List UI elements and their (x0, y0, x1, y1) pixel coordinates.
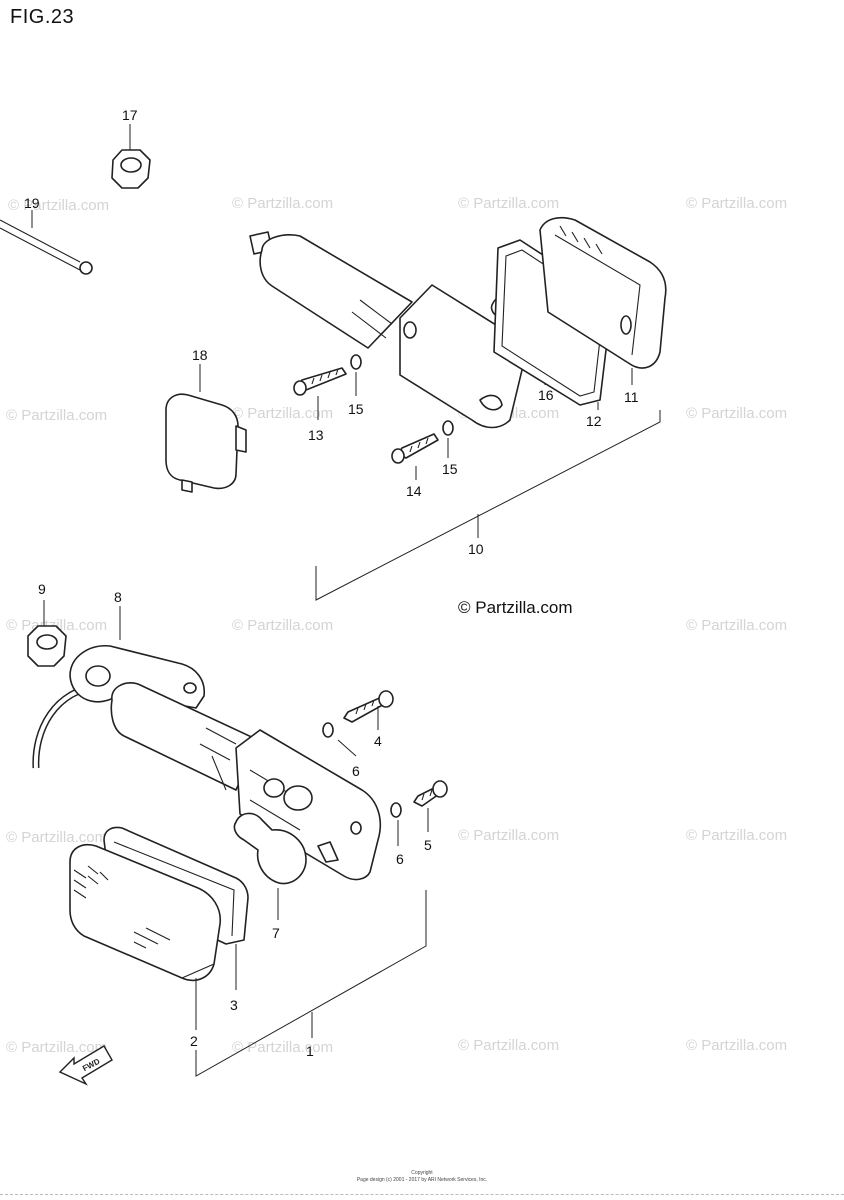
callout-9: 9 (38, 581, 46, 597)
callout-2: 2 (190, 1033, 198, 1049)
assembly-10-bracket (315, 410, 661, 601)
part-15-washer-b (442, 420, 454, 458)
direction-badge: FWD (58, 1045, 113, 1086)
callout-16: 16 (538, 387, 554, 403)
part-7-bulb (233, 812, 307, 920)
callout-labels: 1 2 3 4 5 6 6 7 8 9 10 11 12 13 14 15 15… (24, 107, 639, 1059)
watermark: © Partzilla.com (6, 829, 107, 846)
watermark: © Partzilla.com (458, 195, 559, 212)
callout-12: 12 (586, 413, 602, 429)
callout-5: 5 (424, 837, 432, 853)
watermark: © Partzilla.com (686, 405, 787, 422)
watermark: © Partzilla.com (686, 195, 787, 212)
watermark: © Partzilla.com (232, 1039, 333, 1056)
part-11-lens (539, 216, 667, 385)
watermark: © Partzilla.com (458, 1037, 559, 1054)
part-4-screw (343, 690, 394, 730)
watermark: © Partzilla.com (6, 1039, 107, 1056)
watermark: © Partzilla.com (458, 827, 559, 844)
callout-14: 14 (406, 483, 422, 499)
watermark: © Partzilla.com (232, 617, 333, 634)
footer-divider (0, 1194, 844, 1195)
watermark: © Partzilla.com (8, 197, 109, 214)
part-5-screw (413, 780, 448, 832)
turn-signal-wire-upper (178, 231, 273, 316)
footer-page-design: Page design (c) 2001 - 2017 by ARI Netwo… (356, 1177, 488, 1183)
watermark: © Partzilla.com (6, 407, 107, 424)
callout-8: 8 (114, 589, 122, 605)
callout-3: 3 (230, 997, 238, 1013)
callout-18: 18 (192, 347, 208, 363)
copyright-notice: © Partzilla.com (458, 598, 573, 617)
callout-6: 6 (352, 763, 360, 779)
watermark: © Partzilla.com (686, 827, 787, 844)
part-9-nut (27, 600, 67, 667)
assembly-1-bracket (195, 890, 427, 1077)
callout-15: 15 (348, 401, 364, 417)
part-6-washer-a (322, 722, 357, 757)
callout-4: 4 (374, 733, 382, 749)
callout-1: 1 (306, 1043, 314, 1059)
figure-title: FIG.23 (10, 6, 75, 28)
part-8-bracket (69, 606, 206, 709)
watermarks: © Partzilla.com © Partzilla.com © Partzi… (6, 195, 787, 1056)
callout-15: 15 (442, 461, 458, 477)
part-6-washer-b (390, 802, 402, 846)
callout-6: 6 (396, 851, 404, 867)
callout-17: 17 (122, 107, 138, 123)
callout-13: 13 (308, 427, 324, 443)
callout-11: 11 (624, 389, 639, 405)
part-14-screw (391, 433, 439, 480)
part-17-nut (111, 124, 151, 189)
watermark: © Partzilla.com (686, 1037, 787, 1054)
part-2-lens (69, 844, 222, 1030)
watermark: © Partzilla.com (686, 617, 787, 634)
part-15-washer-a (350, 354, 362, 396)
callout-7: 7 (272, 925, 280, 941)
footer-copyright: Copyright (411, 1170, 433, 1176)
part-18-relay (165, 364, 247, 493)
part-13-screw (293, 367, 347, 420)
turn-signal-housing-lower (235, 729, 382, 881)
watermark: © Partzilla.com (232, 405, 333, 422)
turn-signal-stalk-upper (259, 234, 413, 349)
turn-signal-housing-upper (399, 284, 529, 429)
part-19-band (0, 210, 93, 275)
watermark: © Partzilla.com (232, 195, 333, 212)
callout-10: 10 (468, 541, 484, 557)
arrow-left-icon (58, 1045, 113, 1086)
callout-19: 19 (24, 195, 40, 211)
